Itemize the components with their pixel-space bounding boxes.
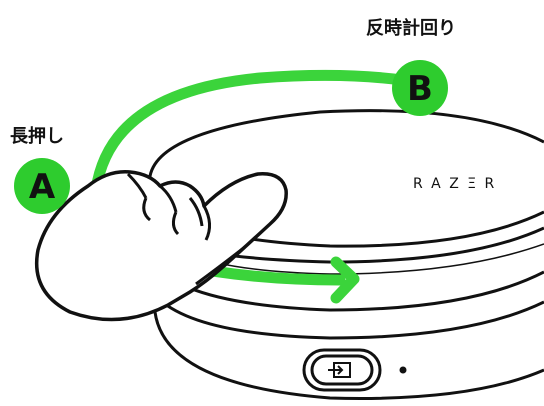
device-base-rim xyxy=(159,298,544,340)
hand-icon xyxy=(34,170,288,322)
input-arrow-icon xyxy=(328,362,351,378)
swipe-arc xyxy=(90,69,408,196)
hand-knuckle-1 xyxy=(142,197,152,222)
rotation-arrow-head xyxy=(330,256,360,304)
hand-finger-line-1 xyxy=(126,172,148,199)
hand-knuckle-2 xyxy=(171,211,180,236)
hand-wrist-line xyxy=(195,244,247,286)
step-badge-a: A xyxy=(14,158,70,214)
hand-finger-line-3 xyxy=(188,197,204,227)
hand-silhouette xyxy=(34,170,288,322)
device-base xyxy=(150,290,544,402)
rotate-instruction-label: 反時計回り xyxy=(366,18,456,39)
device-base-outline xyxy=(153,311,544,400)
step-badge-a-label: A xyxy=(29,167,56,207)
device-brand-logo: R A Z Ξ R xyxy=(413,176,496,192)
device-top-outline xyxy=(148,109,544,189)
input-button[interactable] xyxy=(302,348,382,392)
step-badge-b-label: B xyxy=(407,69,433,109)
long-press-instruction-label: 長押し xyxy=(10,126,64,147)
led-dot-icon xyxy=(399,366,407,374)
hand-thumb-line xyxy=(202,205,211,241)
hand-finger-line-2 xyxy=(159,184,178,213)
step-badge-b: B xyxy=(392,60,448,116)
